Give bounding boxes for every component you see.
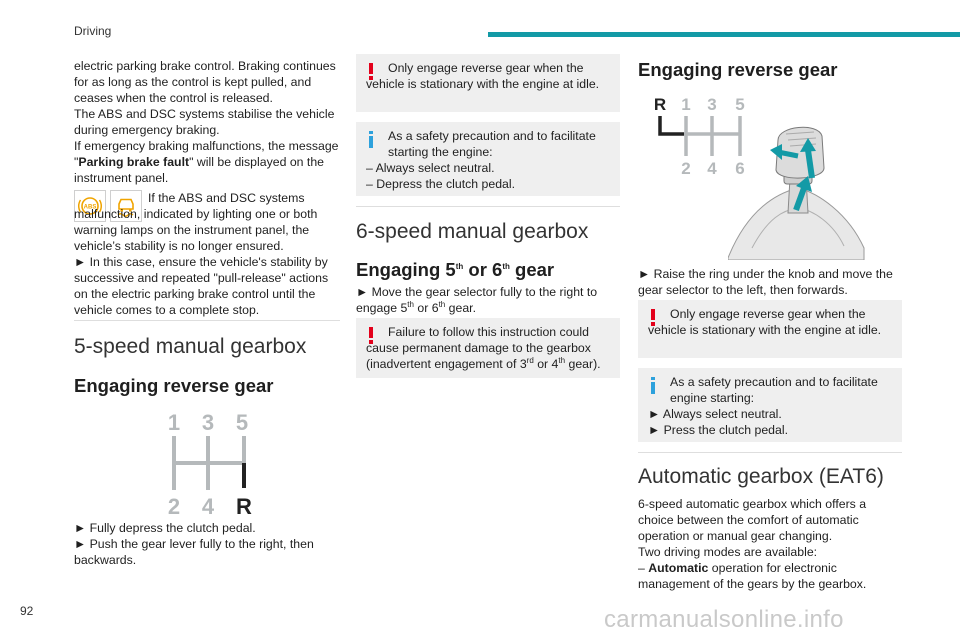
column-1-text-2: If the ABS and DSC systems malfunction, … bbox=[74, 190, 340, 318]
info-note: As a safety precaution and to facilitate… bbox=[638, 368, 902, 442]
paragraph: electric parking brake control. Braking … bbox=[74, 59, 336, 105]
gear-label: 3 bbox=[707, 95, 716, 114]
gear-label: 2 bbox=[168, 494, 180, 519]
gear-lever-illustration bbox=[728, 126, 865, 260]
warning-icon bbox=[369, 63, 373, 80]
abs-warning-icon: ABS bbox=[74, 190, 106, 222]
column-1-text: electric parking brake control. Braking … bbox=[74, 58, 340, 186]
watermark: carmanualsonline.info bbox=[604, 606, 844, 633]
gear-shift-pattern-5-speed: 1 3 5 2 4 R bbox=[168, 410, 252, 519]
gear-label: 4 bbox=[202, 494, 215, 519]
subsection-title: Engaging reverse gear bbox=[638, 59, 838, 80]
steps: ► Raise the ring under the knob and move… bbox=[638, 266, 902, 298]
paragraph: If emergency braking malfunctions, the m… bbox=[74, 139, 339, 185]
page-number: 92 bbox=[20, 604, 34, 618]
warning-icon bbox=[369, 327, 373, 344]
gear-label: 1 bbox=[168, 410, 180, 435]
section-title: 5-speed manual gearbox bbox=[74, 335, 307, 358]
divider bbox=[638, 452, 902, 453]
gear-shift-pattern-6-speed: R 1 3 5 2 4 6 bbox=[654, 95, 745, 178]
subsection-title: Engaging reverse gear bbox=[74, 375, 274, 396]
paragraph: ► In this case, ensure the vehicle's sta… bbox=[74, 255, 329, 317]
warning-note: Only engage reverse gear when the vehicl… bbox=[356, 54, 620, 112]
list-item: ► Always select neutral. bbox=[648, 407, 782, 421]
step: ► Move the gear selector fully to the ri… bbox=[356, 285, 598, 315]
info-icon bbox=[651, 377, 655, 394]
note-text: As a safety precaution and to facilitate… bbox=[388, 129, 596, 159]
gear-label: 1 bbox=[681, 95, 690, 114]
note-text: Failure to follow this instruction could… bbox=[366, 325, 601, 371]
gear-label: 5 bbox=[735, 95, 744, 114]
gear-label-reverse: R bbox=[654, 95, 666, 114]
divider bbox=[74, 320, 340, 321]
paragraph: – Automatic operation for electronic man… bbox=[638, 561, 867, 591]
paragraph: The ABS and DSC systems stabilise the ve… bbox=[74, 107, 335, 137]
note-text: Only engage reverse gear when the vehicl… bbox=[366, 61, 600, 91]
column-3-text: 6-speed automatic gearbox which offers a… bbox=[638, 496, 902, 592]
paragraph: 6-speed automatic gearbox which offers a… bbox=[638, 497, 867, 543]
list-item: ► Press the clutch pedal. bbox=[648, 423, 788, 437]
subsection-title: Engaging 5th or 6th gear bbox=[356, 259, 555, 280]
gear-label: 5 bbox=[236, 410, 248, 435]
warning-icon bbox=[651, 309, 655, 326]
note-text: Only engage reverse gear when the vehicl… bbox=[648, 307, 882, 337]
step: ► Fully depress the clutch pedal. bbox=[74, 521, 256, 535]
divider bbox=[356, 206, 620, 207]
step: ► Push the gear lever fully to the right… bbox=[74, 537, 314, 567]
steps: ► Fully depress the clutch pedal. ► Push… bbox=[74, 520, 340, 568]
gear-label: 4 bbox=[707, 159, 717, 178]
message-text: Parking brake fault bbox=[78, 155, 190, 169]
list-item: – Depress the clutch pedal. bbox=[366, 177, 516, 191]
gear-label: 6 bbox=[735, 159, 744, 178]
gear-label: 3 bbox=[202, 410, 214, 435]
svg-text:ABS: ABS bbox=[84, 205, 97, 211]
section-title: 6-speed manual gearbox bbox=[356, 220, 589, 243]
header-accent-bar bbox=[488, 32, 960, 37]
list-item: – Always select neutral. bbox=[366, 161, 495, 175]
gear-label: 2 bbox=[681, 159, 690, 178]
paragraph: Two driving modes are available: bbox=[638, 545, 818, 559]
info-note: As a safety precaution and to facilitate… bbox=[356, 122, 620, 196]
note-text: As a safety precaution and to facilitate… bbox=[670, 375, 878, 405]
warning-note: Failure to follow this instruction could… bbox=[356, 318, 620, 378]
gear-label-reverse: R bbox=[236, 494, 252, 519]
warning-note: Only engage reverse gear when the vehicl… bbox=[638, 300, 902, 358]
info-icon bbox=[369, 131, 373, 148]
dsc-warning-icon bbox=[110, 190, 142, 222]
steps: ► Move the gear selector fully to the ri… bbox=[356, 284, 620, 316]
step: ► Raise the ring under the knob and move… bbox=[638, 267, 893, 297]
section-title: Automatic gearbox (EAT6) bbox=[638, 465, 884, 488]
running-header: Driving bbox=[74, 24, 112, 38]
paragraph-wrap: If the ABS and DSC systems malfunction, … bbox=[74, 191, 318, 253]
